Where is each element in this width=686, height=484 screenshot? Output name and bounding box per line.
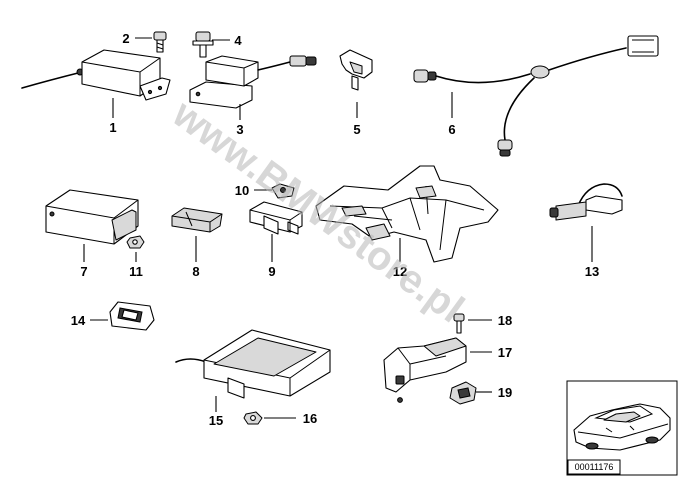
callout-12: 12 (393, 264, 407, 279)
callout-3: 3 (236, 122, 243, 137)
part-18-screw (453, 313, 492, 334)
callout-2: 2 (122, 31, 129, 46)
part-5-clip (339, 49, 373, 118)
vehicle-thumbnail: 00011176 (566, 380, 678, 476)
part-14-connector-cover (90, 301, 155, 331)
part-4-bolt (192, 31, 230, 58)
part-19-nut-bracket (449, 381, 492, 405)
callout-7: 7 (80, 264, 87, 279)
car-icon (573, 403, 671, 451)
callout-5: 5 (353, 122, 360, 137)
part-11-nut (126, 235, 145, 262)
callout-15: 15 (209, 413, 223, 428)
callout-4: 4 (234, 33, 242, 48)
callout-16: 16 (303, 411, 317, 426)
callout-8: 8 (192, 264, 199, 279)
callout-10: 10 (235, 183, 249, 198)
reference-number: 00011176 (575, 462, 614, 472)
part-1-control-unit (21, 49, 171, 118)
callout-11: 11 (129, 264, 143, 279)
part-8-pad (171, 207, 223, 262)
callout-1: 1 (109, 120, 116, 135)
part-9-mounting-bracket (249, 201, 303, 262)
part-3-bracket-module (189, 55, 317, 120)
callout-13: 13 (585, 264, 599, 279)
part-15-control-housing (175, 329, 331, 412)
part-2-screw (135, 31, 167, 53)
callout-14: 14 (71, 313, 86, 328)
part-12-seat-sensor-mat (315, 165, 499, 263)
part-7-airbag-module (45, 189, 139, 262)
part-13-sensor (549, 183, 623, 262)
callout-17: 17 (498, 345, 512, 360)
callout-9: 9 (268, 264, 275, 279)
part-10-clip-nut (254, 183, 295, 199)
callout-6: 6 (448, 122, 455, 137)
part-6-wiring-harness (413, 35, 659, 157)
callout-18: 18 (498, 313, 512, 328)
reference-number-box (567, 459, 621, 475)
callout-19: 19 (498, 385, 512, 400)
part-17-sensor-unit (383, 337, 492, 403)
part-16-nut (243, 411, 296, 425)
